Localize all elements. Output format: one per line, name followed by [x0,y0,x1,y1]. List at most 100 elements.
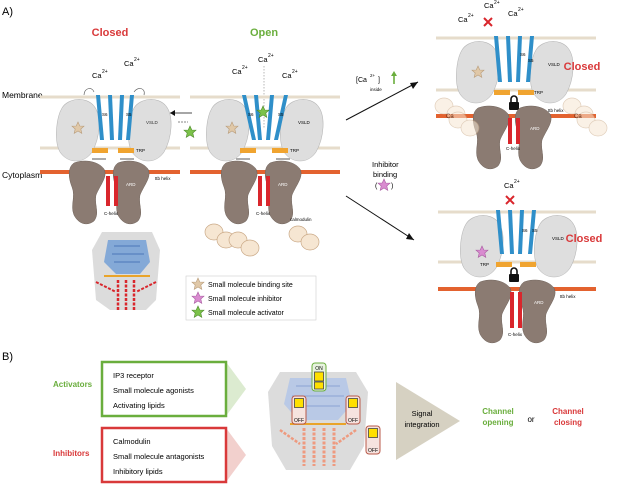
ard-mid-label: ARD [278,182,288,187]
vsld-label: VSLD [146,120,159,125]
trp-rt-label: TRP [534,90,543,95]
trp-rt-right [518,90,534,95]
helix-rb-1 [496,210,504,254]
ttb-helix-bar [40,170,180,174]
right-bottom-state: Closed [566,233,603,245]
c-helix-rt-right [516,118,520,144]
svg-text:Ca: Ca [124,59,134,68]
svg-text:2+: 2+ [134,57,140,63]
c-helix-rb-label: C-helix [508,332,523,337]
svg-text:Ca: Ca [574,114,582,120]
free-calmodulin: calmodulin [204,217,320,257]
svg-text:Ca: Ca [458,15,468,24]
c-helix-left [106,176,110,206]
inhibitors-arrow [226,428,246,482]
ca-inside-arrow [345,81,419,121]
ard-rt-right [514,105,552,170]
trp-label: TRP [136,148,145,153]
ca-inside-pathway: [Ca 2+ ] inside [345,71,419,121]
svg-text:2+: 2+ [518,7,524,13]
switch-on: ON [311,362,327,392]
svg-text:Ca: Ca [92,71,102,80]
helix-rt-1 [494,36,502,82]
transition-arrows [170,110,197,138]
svg-text:2+: 2+ [468,13,474,19]
lock-icon-bottom [508,267,520,283]
trp-right [118,148,134,153]
trp-rb-label: TRP [480,262,489,267]
bound-calmodulin-left: Ca [434,97,480,137]
closed-title: Closed [92,27,129,39]
channel-with-switches: ON OFF OFF OFF [268,362,381,470]
svg-text:Ca: Ca [484,1,494,10]
ca-ion-mid-2: Ca 2+ [258,53,274,64]
inhibitor-item-3: Inhibitory lipids [113,467,163,476]
s6-mid-label: S6 [248,112,254,117]
s5-rt-label: S5 [528,58,534,63]
c-helix-bundle [302,428,336,466]
channel-closing-line1: Channel [552,407,584,416]
switch-off-right-label: OFF [348,418,358,424]
ard-rb-right [518,279,556,344]
trp-left [92,148,108,153]
s6-helix-right [126,95,134,140]
channel-closing-line2: closing [554,418,582,427]
ard-label: ARD [126,182,136,187]
helix-rt-4 [526,36,534,82]
signal-integration-arrow [396,382,460,460]
block-x-icon-bottom [505,195,515,205]
open-title: Open [250,27,278,39]
c-helix-rt-label: C-helix [506,146,521,151]
signal-integration: Signal integration [396,382,460,460]
s5-label: S5 [126,112,132,117]
loop-right [133,88,145,96]
s5-rb-label: S5 [532,228,538,233]
legend-item-binding-site: Small molecule binding site [191,277,293,290]
s6-rb-label: S6 [522,228,528,233]
ca-inside-bracket: ] [378,77,380,84]
s6-label: S6 [102,112,108,117]
calmodulin-label: calmodulin [290,217,312,222]
legend-item-activator: Small molecule activator [191,305,285,318]
ttb-rb-label: ttb helix [560,294,576,299]
legend-item-inhibitor: Small molecule inhibitor [191,291,283,304]
activators-box: IP3 receptor Small molecule agonists Act… [100,360,246,418]
svg-text:Small molecule inhibitor: Small molecule inhibitor [208,296,283,303]
trp-rt-left [494,90,510,95]
inhibitor-binding-line1: Inhibitor [372,160,399,169]
ca-ion-left-2: Ca 2+ [124,57,140,68]
s5-mid-label: S5 [278,112,284,117]
activators-arrow [226,362,246,416]
trp-rb-right [520,262,536,267]
activators-label: Activators [53,380,93,389]
svg-text:Ca: Ca [232,67,242,76]
c-helix-mid-label: C-helix [256,211,271,216]
legend: Small molecule binding site Small molecu… [185,275,317,321]
ard-mid-left [220,160,258,225]
activator-item-2: Small molecule agonists [113,386,194,395]
ard-right [112,160,150,225]
trp-rb-left [496,262,512,267]
vsld-right [128,99,172,162]
membrane-label: Membrane [2,90,43,100]
ca-ion-rb-1: Ca 2+ [504,179,520,190]
ca-ion-rt-1: Ca 2+ [484,0,500,10]
activator-item-1: IP3 receptor [113,371,154,380]
trp-mid-label: TRP [290,148,299,153]
helix-rt-2 [506,36,512,82]
trp-mid-left [240,148,256,153]
s6-helix-left [96,95,104,140]
closed-channel-ca: Ca 2+ Ca 2+ Ca 2+ VSLD S6 S5 TRP ARD ttb [434,0,608,170]
pore-helix-right [118,95,124,140]
signal-integration-line2: integration [404,420,439,429]
inhibitors-box: Calmodulin Small molecule antagonists In… [100,426,246,484]
helix-rb-2 [508,210,514,254]
structure-render [92,232,160,310]
increase-arrow-icon [391,71,397,76]
inhibitor-paren-right: ) [391,183,393,190]
switch-off-left-label: OFF [294,418,304,424]
s6-helix-mid-left [242,95,256,140]
c-helix-rb-right [518,292,522,328]
svg-text:2+: 2+ [514,179,520,185]
c-helix-label: C-helix [104,211,119,216]
